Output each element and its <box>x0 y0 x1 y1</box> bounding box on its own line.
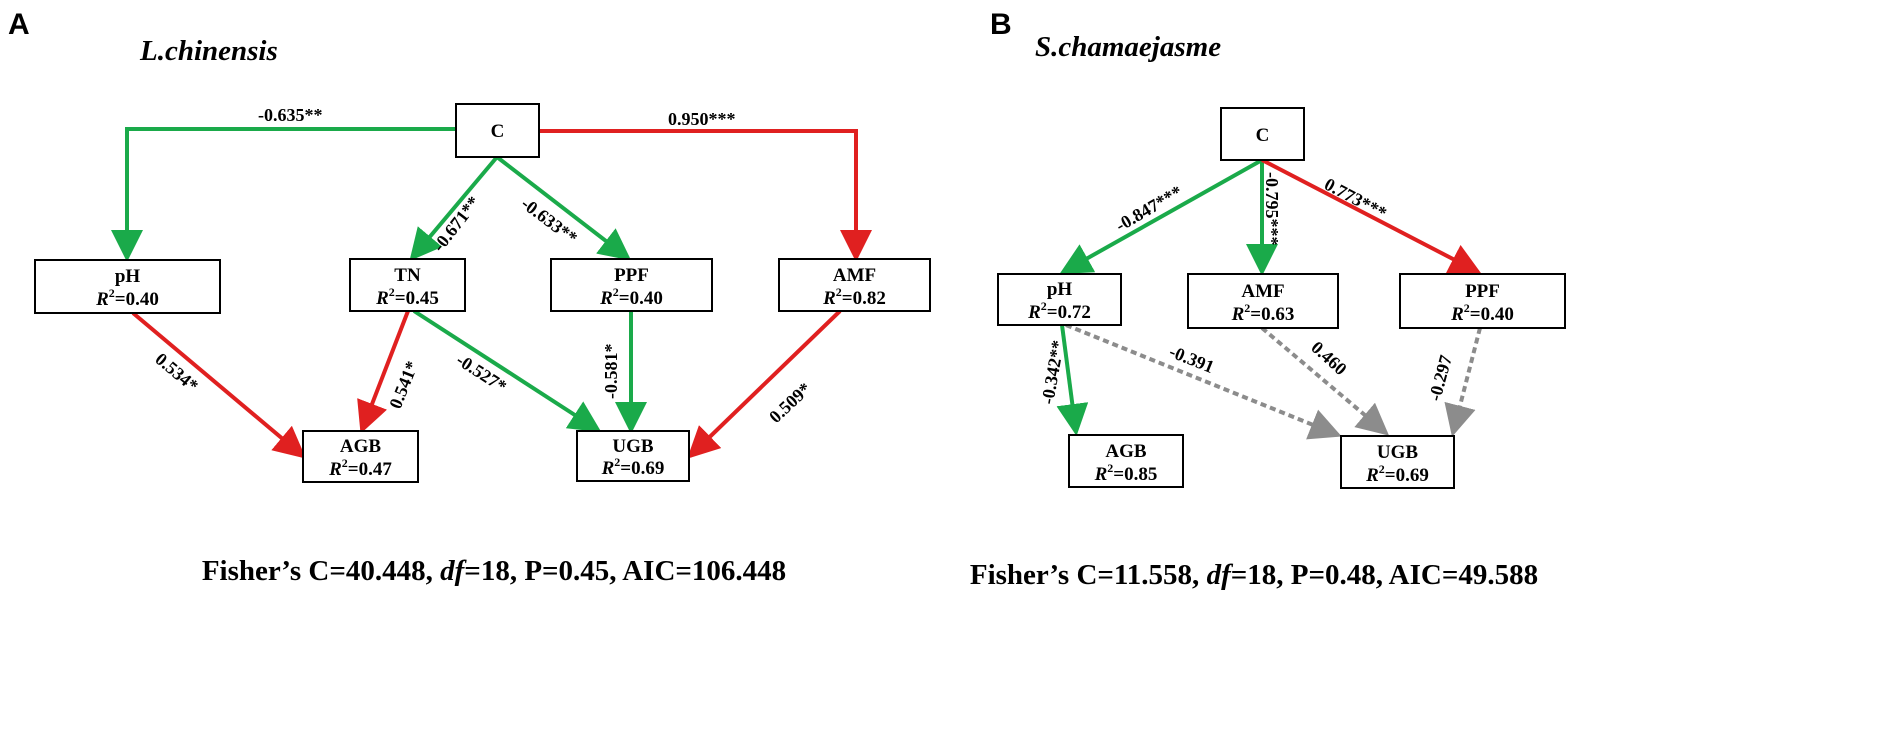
node-a-ppf: PPF R2=0.40 <box>550 258 713 312</box>
panel-b: B S.chamaejasme -0.847*** -0.795*** 0.77… <box>970 8 1566 591</box>
node-a-agb: AGB R2=0.47 <box>302 430 419 483</box>
node-name: UGB <box>612 436 654 457</box>
edge-a-ph-agb <box>131 311 307 459</box>
panel-a-letter: A <box>8 8 30 41</box>
edge-a-c-ph <box>111 127 456 262</box>
edge-a-tn-ugb <box>412 309 602 433</box>
node-b-agb: AGB R2=0.85 <box>1068 434 1184 488</box>
edge-label-a-c-amf: 0.950*** <box>668 109 736 129</box>
edge-label-a-ph-agb: 0.534* <box>151 349 202 396</box>
node-r2: R2=0.69 <box>1365 462 1429 486</box>
edge-b-amf-ugb <box>1260 326 1390 436</box>
node-name: UGB <box>1377 442 1419 463</box>
edge-label-b-amf-ugb: 0.460 <box>1307 337 1350 379</box>
edge-a-c-amf <box>539 129 872 262</box>
node-name: AGB <box>340 436 382 457</box>
node-name: AMF <box>833 265 876 286</box>
edge-label-a-c-ppf: -0.633** <box>518 193 582 248</box>
edge-label-a-tn-agb: 0.541* <box>385 358 422 411</box>
node-b-ppf: PPF R2=0.40 <box>1399 273 1566 329</box>
node-r2: R2=0.63 <box>1231 301 1295 325</box>
node-r2: R2=0.82 <box>822 285 886 309</box>
node-b-amf: AMF R2=0.63 <box>1187 273 1339 329</box>
edge-b-ph-agb <box>1056 324 1089 436</box>
node-a-c: C <box>455 103 540 158</box>
edge-label-a-amf-ugb: 0.509* <box>765 379 815 427</box>
node-b-ugb: UGB R2=0.69 <box>1340 435 1455 489</box>
edge-b-c-ph <box>1059 158 1263 274</box>
node-name: C <box>1256 125 1270 146</box>
panel-b-edges <box>1056 158 1482 440</box>
node-name: PPF <box>1465 281 1500 302</box>
edge-label-b-c-ppf: 0.773*** <box>1321 174 1390 223</box>
node-r2: R2=0.69 <box>601 455 665 479</box>
node-r2: R2=0.40 <box>599 285 663 309</box>
node-r2: R2=0.40 <box>1450 301 1514 325</box>
node-name: C <box>491 121 505 142</box>
panel-a-edges <box>111 127 872 459</box>
edge-label-b-ph-agb: -0.342** <box>1037 339 1068 406</box>
edge-a-c-tn <box>409 155 499 262</box>
edge-b-ph-ugb <box>1065 323 1342 440</box>
edge-label-b-ppf-ugb: -0.297 <box>1425 353 1456 403</box>
panel-a-fit-stats: Fisher’s C=40.448, df=18, P=0.45, AIC=10… <box>202 555 786 587</box>
edge-label-a-c-tn: -0.671** <box>428 192 483 255</box>
edge-a-amf-ugb <box>687 309 842 459</box>
edge-a-tn-agb <box>357 310 410 434</box>
edge-label-a-ppf-ugb: -0.581* <box>601 344 621 400</box>
node-a-amf: AMF R2=0.82 <box>778 258 931 312</box>
node-name: AMF <box>1241 281 1284 302</box>
node-a-ugb: UGB R2=0.69 <box>576 430 690 482</box>
edge-label-a-c-ph: -0.635** <box>258 105 323 125</box>
node-r2: R2=0.72 <box>1027 299 1091 323</box>
edge-a-c-ppf <box>495 155 632 261</box>
node-r2: R2=0.85 <box>1094 461 1158 485</box>
node-name: AGB <box>1105 441 1147 462</box>
edge-b-ppf-ugb <box>1444 327 1482 437</box>
node-r2: R2=0.45 <box>375 285 439 309</box>
panel-b-fit-stats: Fisher’s C=11.558, df=18, P=0.48, AIC=49… <box>970 559 1538 591</box>
edge-label-b-ph-ugb: -0.391 <box>1167 341 1218 377</box>
node-r2: R2=0.40 <box>95 286 159 310</box>
node-name: pH <box>1047 279 1073 300</box>
node-a-ph: pH R2=0.40 <box>34 259 221 314</box>
panel-a: A L.chinensis -0.635** 0.950*** -0.671**… <box>8 8 931 587</box>
panel-a-title: L.chinensis <box>139 35 278 67</box>
node-a-tn: TN R2=0.45 <box>349 258 466 312</box>
node-b-c: C <box>1220 107 1305 161</box>
node-r2: R2=0.47 <box>328 456 392 480</box>
node-name: PPF <box>614 265 649 286</box>
panel-b-letter: B <box>990 8 1012 41</box>
panel-b-title: S.chamaejasme <box>1035 31 1221 63</box>
node-b-ph: pH R2=0.72 <box>997 273 1122 326</box>
node-name: TN <box>394 265 421 286</box>
edge-label-b-c-amf: -0.795*** <box>1262 172 1282 246</box>
edge-b-c-ppf <box>1261 158 1482 274</box>
node-name: pH <box>115 266 141 287</box>
